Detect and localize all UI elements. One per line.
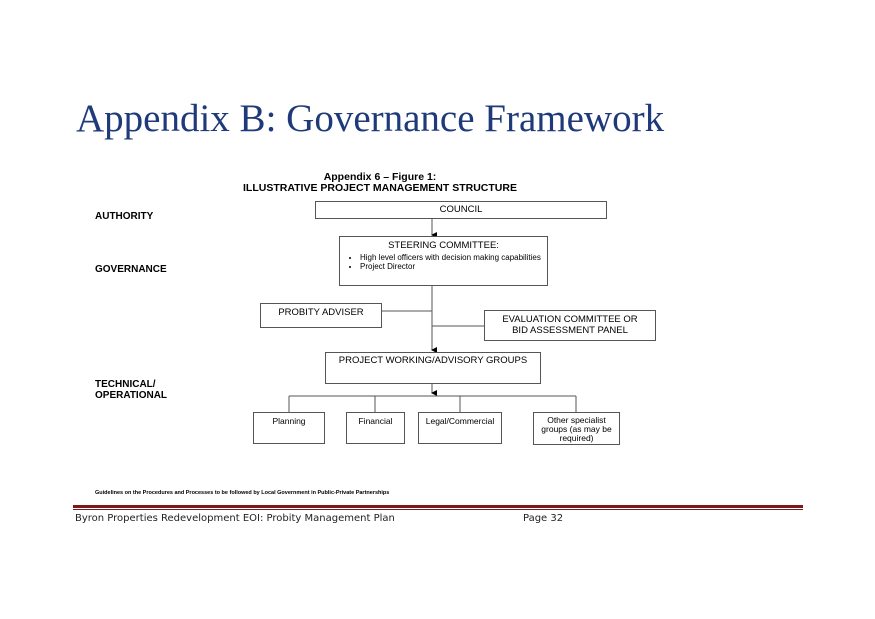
level-label-technical: TECHNICAL/ OPERATIONAL [95, 379, 167, 401]
evaluation-committee-box: EVALUATION COMMITTEE OR BID ASSESSMENT P… [484, 310, 656, 341]
probity-adviser-box: PROBITY ADVISER [260, 303, 382, 328]
footer-page-number: Page 32 [523, 513, 564, 524]
legal-commercial-label: Legal/Commercial [425, 416, 495, 426]
evaluation-committee-label: EVALUATION COMMITTEE OR BID ASSESSMENT P… [502, 314, 638, 336]
footer-rule-thin [73, 509, 803, 510]
council-box: COUNCIL [315, 201, 607, 219]
steering-committee-box: STEERING COMMITTEE: High level officers … [339, 236, 548, 286]
other-specialist-box: Other specialist groups (as may be requi… [533, 412, 620, 445]
council-label: COUNCIL [439, 204, 483, 215]
probity-adviser-label: PROBITY ADVISER [278, 307, 364, 318]
figure-title-line2: ILLUSTRATIVE PROJECT MANAGEMENT STRUCTUR… [243, 182, 517, 194]
figure-title-line1: Appendix 6 – Figure 1: [323, 171, 437, 183]
level-label-technical-line2: OPERATIONAL [95, 390, 168, 401]
footer-rule [73, 505, 803, 508]
financial-label: Financial [358, 416, 393, 426]
steering-item: Project Director [360, 262, 547, 271]
other-specialist-label: Other specialist groups (as may be requi… [541, 415, 612, 443]
working-groups-box: PROJECT WORKING/ADVISORY GROUPS [325, 352, 541, 384]
level-label-authority: AUTHORITY [95, 211, 154, 222]
planning-label: Planning [272, 416, 306, 426]
level-label-governance: GOVERNANCE [95, 264, 167, 275]
steering-committee-title: STEERING COMMITTEE: [388, 240, 499, 251]
steering-item: High level officers with decision making… [360, 253, 547, 262]
legal-commercial-box: Legal/Commercial [418, 412, 502, 444]
planning-box: Planning [253, 412, 325, 444]
page-title: Appendix B: Governance Framework [76, 97, 665, 140]
source-note: Guidelines on the Procedures and Process… [95, 490, 390, 496]
working-groups-label: PROJECT WORKING/ADVISORY GROUPS [338, 355, 528, 366]
level-label-technical-line1: TECHNICAL/ [95, 379, 156, 390]
footer-document-title: Byron Properties Redevelopment EOI: Prob… [75, 513, 395, 524]
financial-box: Financial [346, 412, 405, 444]
